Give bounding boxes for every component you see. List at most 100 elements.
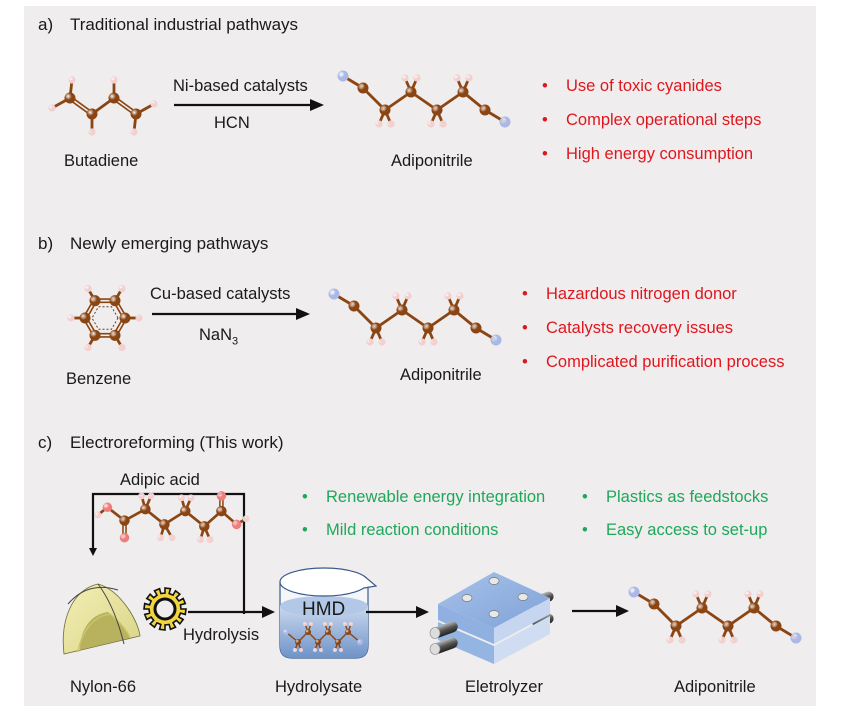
hydrogen-atom [401,74,409,82]
carbon-atom [422,322,434,334]
advantage-1: •Renewable energy integration [302,488,546,506]
hydrogen-atom [206,536,214,544]
hydrogen-atom [366,338,374,346]
hydrogen-atom [293,648,297,652]
oxygen-atom [102,502,113,513]
carbon-atom [119,515,130,526]
nitrogen-atom [328,288,340,300]
carbon-atom [348,300,360,312]
hydrogen-atom [150,100,158,108]
bullet-icon: • [542,77,548,95]
section-a-reagent-label: HCN [214,114,250,132]
hydrogen-atom [242,515,250,523]
adipic-acid-molecule [94,491,250,544]
benzene-molecule [67,284,143,352]
section-b-tag: b) [38,234,54,253]
carbon-atom [748,602,760,614]
hydrogen-atom [94,511,102,519]
carbon-atom [294,638,302,646]
adiponitrile-molecule-a [337,70,511,128]
carbon-atom [448,304,460,316]
section-c-title: c)Electroreforming (This work) [38,433,284,453]
bullet-icon: • [302,521,308,539]
hydrogen-atom [303,622,307,626]
hydrogen-atom [666,636,674,644]
carbon-atom [180,505,191,517]
carbon-atom [140,503,151,515]
hydrogen-atom [339,648,343,652]
hydrogen-atom [333,648,337,652]
advantage-2: •Mild reaction conditions [302,521,499,539]
hydrogen-atom [756,590,764,598]
hydrogen-atom [392,292,400,300]
adiponitrile-molecule-c [628,586,802,644]
bullet-icon: • [542,111,548,129]
section-b-reagent-label: NaN3 [199,326,239,348]
adipic-acid-label: Adipic acid [120,471,200,489]
section-a-reaction-arrow [174,99,324,111]
hydrogen-atom [744,590,752,598]
carbon-atom [379,104,391,116]
nitrogen-atom [490,334,502,346]
hydrogen-atom [444,292,452,300]
carbon-atom [405,86,417,98]
hydrogen-atom [692,590,700,598]
hydrogen-atom [118,343,126,352]
hydrogen-atom [465,74,473,82]
gear-hole [153,597,177,621]
carbon-atom [324,628,332,636]
hydrogen-atom [135,314,143,322]
hydrogen-atom [456,292,464,300]
hydrogen-atom [404,292,412,300]
hydrogen-atom [67,314,75,322]
hydrolysis-label: Hydrolysis [183,626,260,644]
carbon-atom [119,312,131,324]
carbon-atom [648,598,660,610]
carbon-atom [344,628,352,636]
section-a-tag: a) [38,15,54,34]
carbon-atom [159,519,170,530]
section-c-heading: Electroreforming (This work) [70,433,284,452]
nitrogen-atom [790,632,802,644]
adiponitrile-molecule-b [328,288,502,346]
nitrogen-atom [337,70,349,82]
carbon-atom [670,620,682,632]
section-a-title: a)Traditional industrial pathways [38,15,298,35]
butadiene-label: Butadiene [64,152,139,170]
hydrogen-atom [157,534,165,542]
issue-a-1: •Use of toxic cyanides [542,77,722,95]
carbon-atom [696,602,708,614]
carbon-atom [314,638,322,646]
hydrogen-atom [678,636,686,644]
hydrogen-atom [453,74,461,82]
advantage-3: •Plastics as feedstocks [582,488,769,506]
hydrogen-atom [299,648,303,652]
hydrogen-atom [430,338,438,346]
hydrogen-atom [413,74,421,82]
hydrogen-atom [110,76,118,84]
nylon-66-tent-icon [62,583,141,655]
carbon-atom [86,108,98,120]
hydrogen-atom [84,284,92,293]
hydrogen-atom [178,494,185,502]
carbon-atom [770,620,782,632]
carbon-atom [64,92,76,104]
hydrogen-atom [323,622,327,626]
section-b-heading: Newly emerging pathways [70,234,269,253]
hydrogen-atom [309,622,313,626]
carbon-atom [370,322,382,334]
hydrogen-atom [343,622,347,626]
hydrogen-atom [730,636,738,644]
nitrogen-atom [356,638,364,646]
hydrogen-atom [439,120,447,128]
hydrogen-atom [187,494,195,502]
oxygen-atom [119,532,130,543]
gear-icon [143,587,187,631]
issue-b-3: •Complicated purification process [522,353,785,371]
section-b-reaction-arrow [152,308,310,320]
hydrogen-atom [313,648,317,652]
carbon-atom [109,329,121,341]
hydrogen-atom [329,622,333,626]
stage-label-adiponitrile: Adiponitrile [674,678,756,696]
bullet-icon: • [582,488,588,506]
